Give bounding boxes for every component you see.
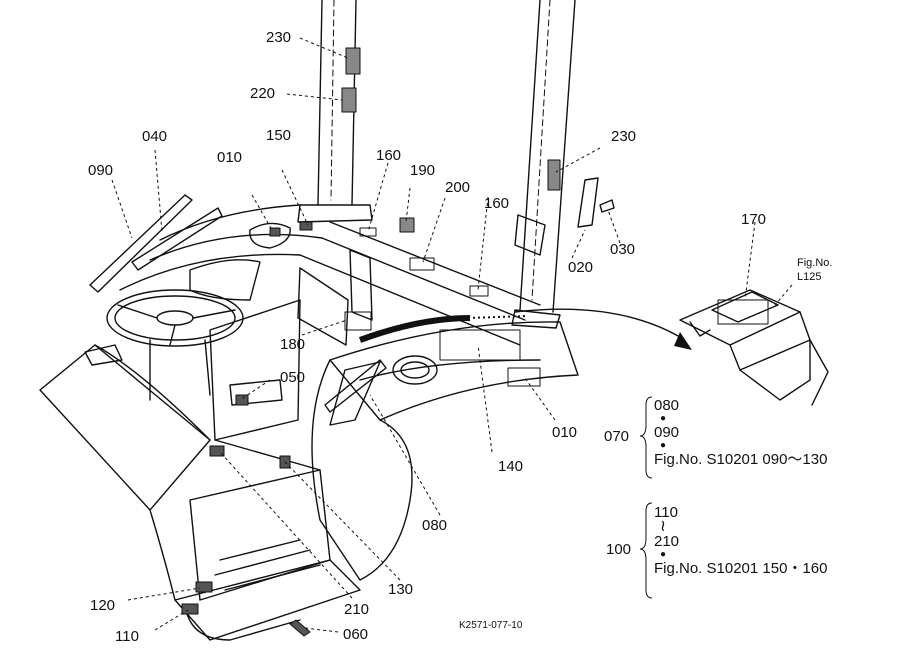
left-cowl bbox=[119, 204, 323, 301]
range-mark: ≀ bbox=[660, 518, 666, 535]
decal-strips bbox=[89, 194, 387, 413]
callout-080: 080 bbox=[422, 517, 448, 534]
callout-060: 060 bbox=[343, 626, 369, 643]
callout-140: 140 bbox=[498, 458, 524, 475]
drawing-code: K2571-077-10 bbox=[459, 620, 523, 631]
callout-230-right: 230 bbox=[611, 128, 637, 145]
callout-210: 210 bbox=[344, 601, 370, 618]
steering-wheel bbox=[106, 289, 244, 401]
rops-left-post bbox=[297, 0, 373, 223]
callout-120: 120 bbox=[90, 597, 116, 614]
group-100-ref: Fig.No. S10201 150・160 bbox=[654, 560, 828, 577]
plate-020 bbox=[577, 177, 599, 228]
group-070-ref: Fig.No. S10201 090～130 bbox=[654, 451, 828, 468]
callout-160-left: 160 bbox=[376, 147, 402, 164]
callout-110: 110 bbox=[115, 628, 139, 645]
group-100-list: 110 ≀ 210 ● Fig.No. S10201 150・160 bbox=[654, 503, 827, 578]
callout-030: 030 bbox=[610, 241, 636, 258]
bullet-dot: ● bbox=[660, 440, 667, 451]
dash-panel bbox=[209, 299, 321, 471]
rops-right-post bbox=[511, 0, 576, 329]
bolt-030 bbox=[599, 199, 615, 213]
bullet-dot: ● bbox=[660, 549, 667, 560]
callout-130: 130 bbox=[388, 581, 414, 598]
callout-230-top: 230 bbox=[266, 29, 292, 46]
callout-020: 020 bbox=[568, 259, 594, 276]
callout-200: 200 bbox=[445, 179, 471, 196]
bullet-dot: ● bbox=[660, 413, 667, 424]
group-100-item-110: 110 bbox=[654, 504, 678, 521]
callout-180: 180 bbox=[280, 336, 306, 353]
figref-number: L125 bbox=[797, 271, 822, 283]
callout-160-right: 160 bbox=[484, 195, 510, 212]
figref-label: Fig.No. bbox=[797, 257, 833, 269]
callout-170: 170 bbox=[741, 211, 767, 228]
group-070-item-090: 090 bbox=[654, 424, 680, 441]
group-070-label: 070 bbox=[604, 428, 630, 445]
callout-190: 190 bbox=[410, 162, 436, 179]
callout-010-top: 010 bbox=[217, 149, 243, 166]
hood bbox=[39, 344, 211, 601]
group-070-item-080: 080 bbox=[654, 397, 680, 414]
callout-040: 040 bbox=[142, 128, 168, 145]
group-100-label: 100 bbox=[606, 541, 632, 558]
callout-050: 050 bbox=[280, 369, 306, 386]
callout-010-bottom: 010 bbox=[552, 424, 578, 441]
callout-220: 220 bbox=[250, 85, 276, 102]
floor-step bbox=[174, 469, 361, 641]
group-070-list: 080 ● 090 ● Fig.No. S10201 090～130 bbox=[654, 396, 827, 469]
platform-crossbar bbox=[297, 221, 541, 346]
group-100-item-210: 210 bbox=[654, 533, 680, 550]
callout-150: 150 bbox=[266, 127, 292, 144]
bracket-170 bbox=[679, 289, 829, 406]
detail-arrow bbox=[358, 308, 692, 350]
right-fender bbox=[311, 321, 579, 581]
callout-090: 090 bbox=[88, 162, 114, 179]
